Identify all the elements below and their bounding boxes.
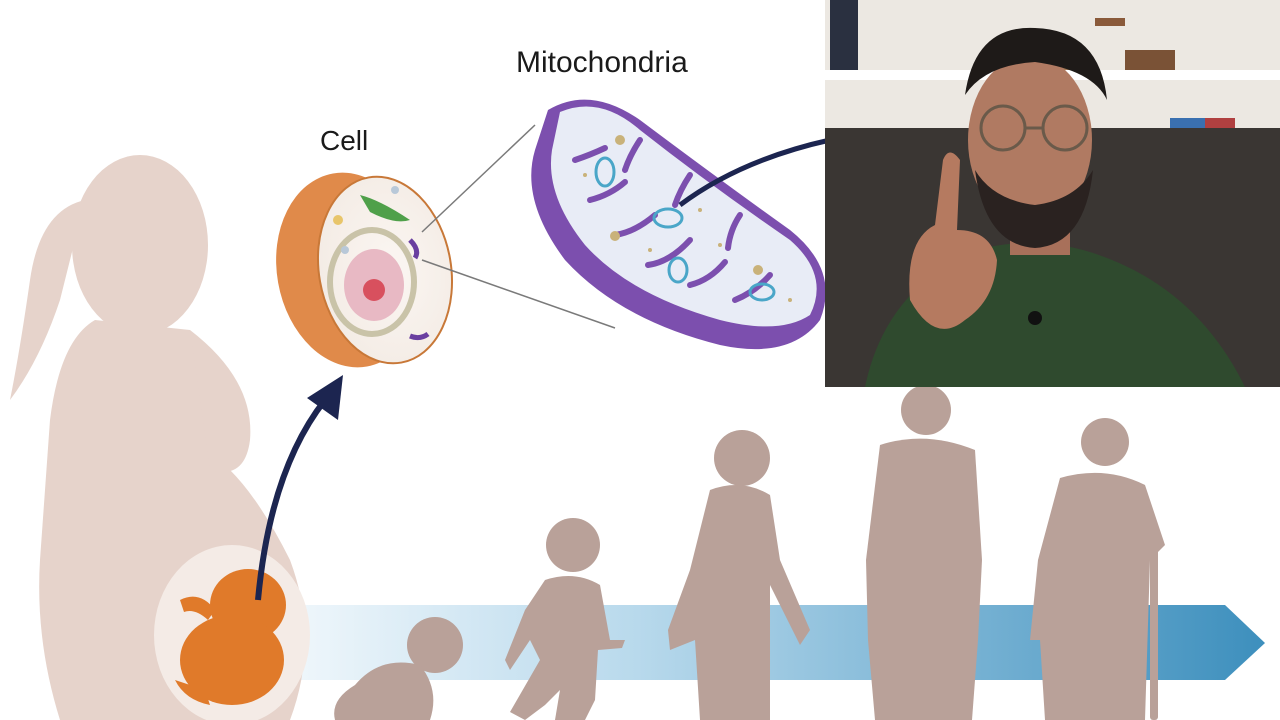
presenter-webcam-icon bbox=[825, 0, 1280, 387]
child-silhouette bbox=[505, 518, 625, 720]
zoom-line-bottom bbox=[421, 259, 616, 329]
teen-silhouette bbox=[668, 430, 810, 720]
cell-label: Cell bbox=[320, 125, 368, 156]
mitochondria-illustration bbox=[531, 99, 826, 350]
arrow-fetus-to-cell bbox=[255, 398, 328, 601]
baby-silhouette bbox=[334, 617, 463, 720]
arrow-head-cell bbox=[307, 375, 343, 420]
presenter-video-inset bbox=[825, 0, 1280, 387]
cell-illustration bbox=[276, 172, 454, 368]
fetus-icon bbox=[175, 569, 286, 705]
zoom-line-top bbox=[421, 124, 536, 233]
mitochondria-label: Mitochondria bbox=[516, 46, 688, 79]
adult-silhouette bbox=[866, 385, 982, 720]
elder-silhouette bbox=[1030, 418, 1165, 720]
arrow-mito-to-dna bbox=[678, 137, 831, 208]
